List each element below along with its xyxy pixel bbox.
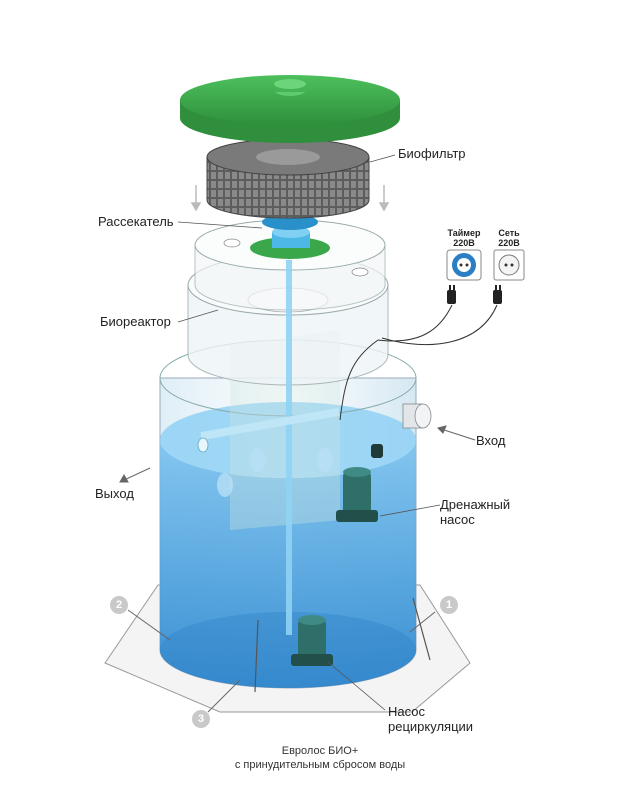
down-arrows [190, 185, 390, 212]
recirculation-pump [291, 615, 333, 666]
timer-socket-label-line1: Таймер [447, 228, 481, 238]
lid [180, 75, 400, 143]
timer-socket-icon [446, 249, 482, 281]
inlet-label: Вход [476, 433, 506, 448]
biofilter-label: Биофильтр [398, 146, 466, 161]
outlet-label: Выход [95, 486, 134, 501]
drainage-pump-label-line2: насос [440, 512, 475, 527]
bioreactor-label: Биореактор [100, 314, 171, 329]
drainage-pump-label-line1: Дренажный [440, 497, 511, 512]
plug-icons [447, 285, 502, 304]
recirculation-pump-label-line2: рециркуляции [388, 719, 474, 734]
marker-2: 2 [110, 596, 128, 614]
marker-1: 1 [440, 596, 458, 614]
leader-lines [177, 154, 441, 711]
recirculation-pump-label-line1: Насос [388, 704, 425, 719]
caption-line1: Евролос БИО+ [281, 745, 359, 757]
caption-line2: с принудительным сбросом воды [234, 759, 406, 771]
mains-socket-label-line2: 220В [498, 238, 520, 248]
timer-socket-label-line2: 220В [453, 238, 475, 248]
marker-3: 3 [192, 710, 210, 728]
biofilter [206, 138, 370, 219]
direction-arrows [119, 425, 476, 713]
power-cables [339, 304, 498, 421]
drainage-pump [336, 444, 383, 522]
inlet-pipe [402, 403, 432, 429]
mains-socket-icon [493, 249, 525, 281]
support-legs [254, 597, 431, 693]
recirculation-pipe [197, 260, 340, 635]
mains-socket-label-line1: Сеть [498, 228, 520, 238]
splitter-label: Рассекатель [98, 214, 174, 229]
